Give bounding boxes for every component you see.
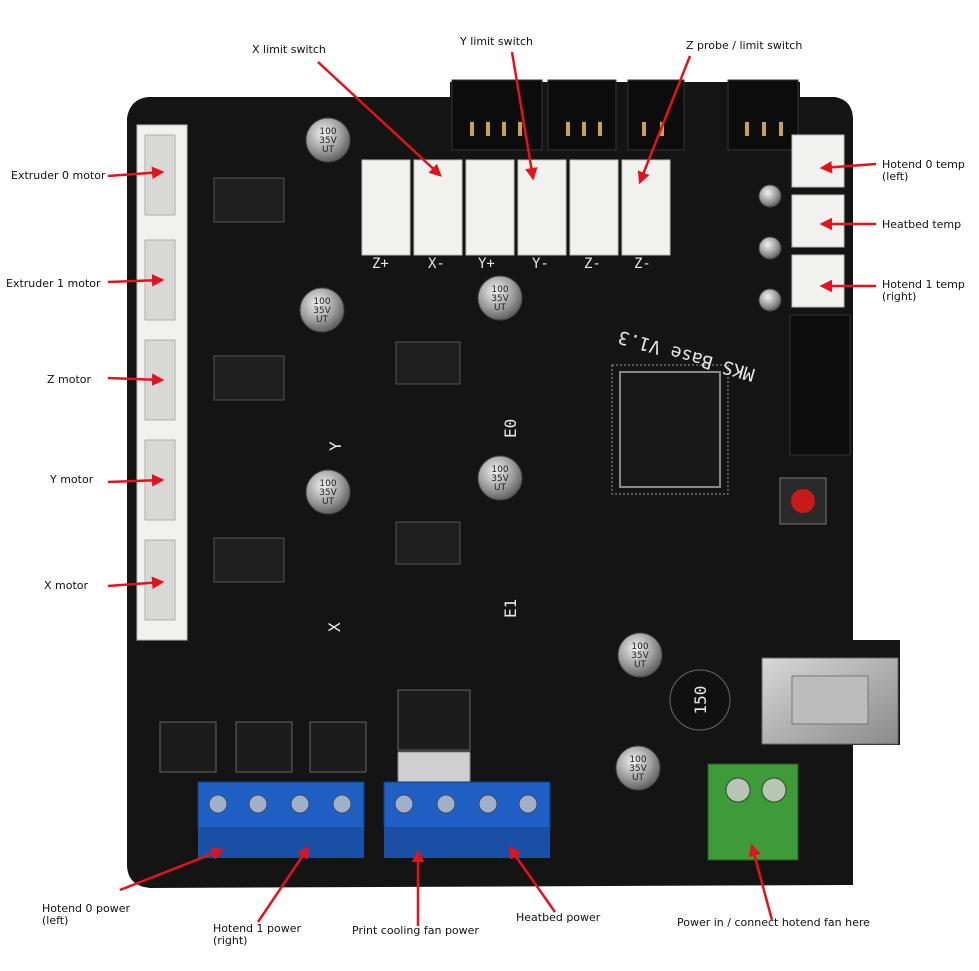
capacitor	[299, 287, 345, 333]
svg-text:X: X	[325, 622, 344, 632]
svg-text:Y+: Y+	[478, 256, 495, 272]
arrow-y-motor	[107, 474, 165, 487]
label-y-limit-switch: Y limit switch	[460, 35, 534, 48]
label-heatbed-power: Heatbed power	[516, 911, 601, 924]
capacitor	[617, 632, 663, 678]
arrow-hotend1-power	[256, 845, 310, 923]
capacitor-label: UT	[494, 303, 507, 313]
arrow-hotend0-power	[119, 847, 225, 892]
label-heatbed-temp: Heatbed temp	[882, 218, 962, 231]
label-hotend0-power: Hotend 0 power(left)	[42, 902, 131, 927]
endstop-silkscreen: Z+ X- Y+ Y- Z- Z-	[372, 256, 651, 272]
power-terminal	[707, 763, 799, 861]
inductor: 150	[669, 669, 731, 731]
capacitor	[305, 117, 351, 163]
capacitor-label: 100	[319, 479, 336, 489]
svg-text:Z+: Z+	[372, 256, 389, 272]
thermistor-connectors	[791, 134, 845, 308]
capacitor-label: 35V	[491, 294, 509, 304]
capacitor	[305, 469, 351, 515]
endstop-connectors	[361, 159, 671, 256]
driver-silkscreen: E0 E1 Y X	[325, 419, 520, 632]
svg-text:E1: E1	[501, 599, 520, 618]
label-y-motor: Y motor	[50, 473, 94, 486]
mosfets	[159, 689, 471, 773]
capacitor-label: UT	[634, 660, 647, 670]
capacitor-label: 100	[631, 642, 648, 652]
label-x-limit-switch: X limit switch	[252, 43, 326, 56]
motor-connectors	[136, 124, 188, 641]
label-z-motor: Z motor	[47, 373, 92, 386]
capacitor-label: UT	[322, 497, 335, 507]
arrow-extruder0	[107, 166, 165, 179]
label-extruder1-motor: Extruder 1 motor	[6, 277, 101, 290]
output-terminals	[197, 781, 551, 858]
svg-text:Y-: Y-	[532, 256, 549, 272]
capacitor-small	[758, 236, 782, 260]
capacitor-small	[758, 184, 782, 208]
capacitor	[477, 455, 523, 501]
arrows	[107, 51, 877, 926]
arrow-heatbed-power	[508, 845, 557, 913]
capacitor	[615, 745, 661, 791]
arrow-z-motor	[107, 373, 165, 386]
label-hotend0-temp: Hotend 0 temp(left)	[882, 158, 965, 183]
capacitor-label: 35V	[313, 306, 331, 316]
capacitor-label: UT	[494, 483, 507, 493]
capacitor-label: 35V	[319, 488, 337, 498]
label-extruder0-motor: Extruder 0 motor	[11, 169, 106, 182]
capacitor-label: 100	[313, 297, 330, 307]
label-z-probe: Z probe / limit switch	[686, 39, 803, 52]
svg-text:Y: Y	[326, 441, 345, 451]
capacitor-label: 35V	[491, 474, 509, 484]
capacitor-label: 100	[629, 755, 646, 765]
arrow-hotend0-temp	[819, 161, 877, 174]
driver-chips	[213, 177, 461, 583]
arrow-x-motor	[107, 576, 165, 589]
arrow-y-limit	[510, 51, 538, 181]
label-x-motor: X motor	[44, 579, 89, 592]
capacitors: 10035VUT10035VUT10035VUT10035VUT10035VUT…	[299, 117, 782, 791]
capacitor-label: 35V	[629, 764, 647, 774]
capacitor-label: UT	[316, 315, 329, 325]
capacitor-label: UT	[632, 773, 645, 783]
capacitor-small	[758, 288, 782, 312]
mcu-chip	[611, 364, 729, 495]
capacitor-label: 100	[491, 465, 508, 475]
arrow-x-limit	[317, 61, 442, 177]
svg-text:150: 150	[691, 686, 710, 715]
reset-button	[779, 477, 827, 525]
arrow-extruder1	[107, 274, 165, 287]
arrow-power-in	[748, 843, 774, 921]
label-hotend1-power: Hotend 1 power(right)	[213, 922, 302, 947]
capacitor-label: 35V	[319, 136, 337, 146]
usb-port	[761, 657, 899, 745]
label-cooling-fan-power: Print cooling fan power	[352, 924, 479, 937]
label-power-in: Power in / connect hotend fan here	[677, 916, 870, 929]
aux-header	[789, 314, 851, 456]
svg-text:X-: X-	[428, 256, 445, 272]
capacitor-label: 100	[319, 127, 336, 137]
svg-text:Z-: Z-	[584, 256, 601, 272]
capacitor-label: UT	[322, 145, 335, 155]
capacitor-label: 100	[491, 285, 508, 295]
label-hotend1-temp: Hotend 1 temp(right)	[882, 278, 965, 303]
capacitor	[477, 275, 523, 321]
arrow-z-probe	[637, 55, 692, 185]
svg-text:Z-: Z-	[634, 256, 651, 272]
heatsink-tab	[397, 751, 471, 783]
capacitor-label: 35V	[631, 651, 649, 661]
svg-text:E0: E0	[501, 419, 520, 438]
